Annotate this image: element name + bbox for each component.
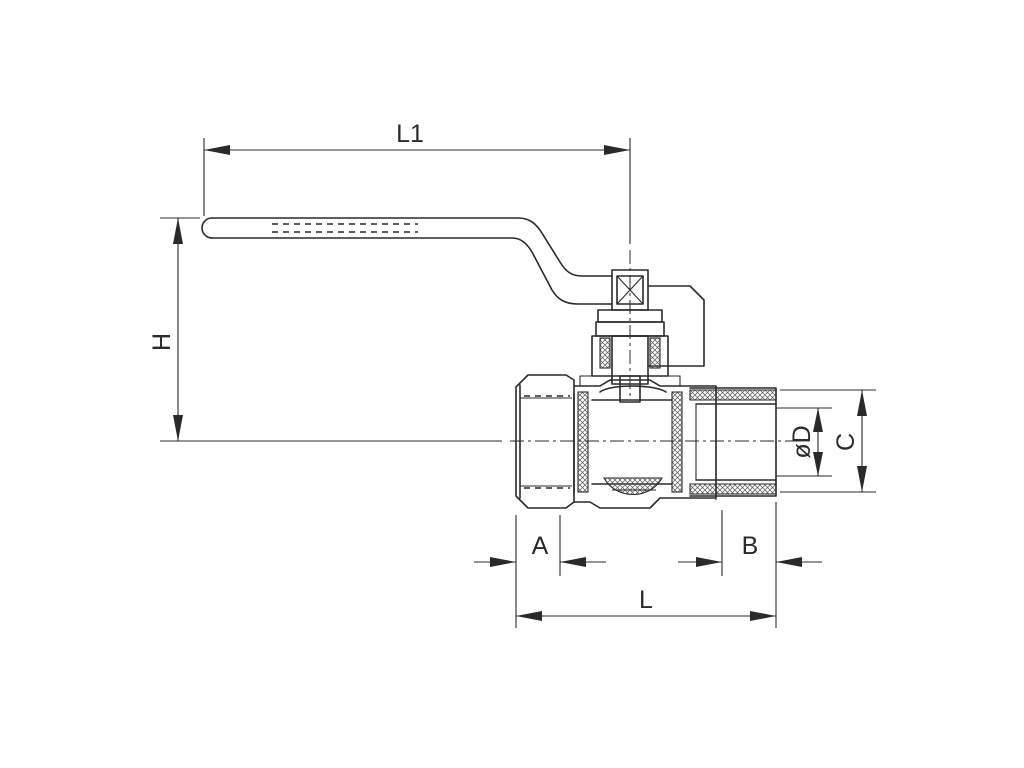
label-D: øD bbox=[788, 425, 816, 458]
label-C: C bbox=[832, 433, 860, 451]
label-A: A bbox=[532, 532, 549, 560]
lever-handle bbox=[201, 217, 705, 367]
label-L: L bbox=[639, 586, 653, 614]
dimension-L: L bbox=[516, 586, 776, 621]
center-lines bbox=[510, 250, 800, 442]
label-L1: L1 bbox=[396, 120, 424, 148]
valve-body bbox=[515, 374, 777, 509]
label-B: B bbox=[742, 532, 759, 560]
dimension-C: C bbox=[780, 389, 876, 493]
dimension-D: øD bbox=[776, 407, 832, 477]
dimension-B: B bbox=[678, 502, 822, 628]
dimension-L1: L1 bbox=[203, 120, 631, 244]
dimension-H: H bbox=[148, 217, 502, 442]
label-H: H bbox=[148, 333, 176, 351]
dimension-A: A bbox=[474, 515, 606, 628]
